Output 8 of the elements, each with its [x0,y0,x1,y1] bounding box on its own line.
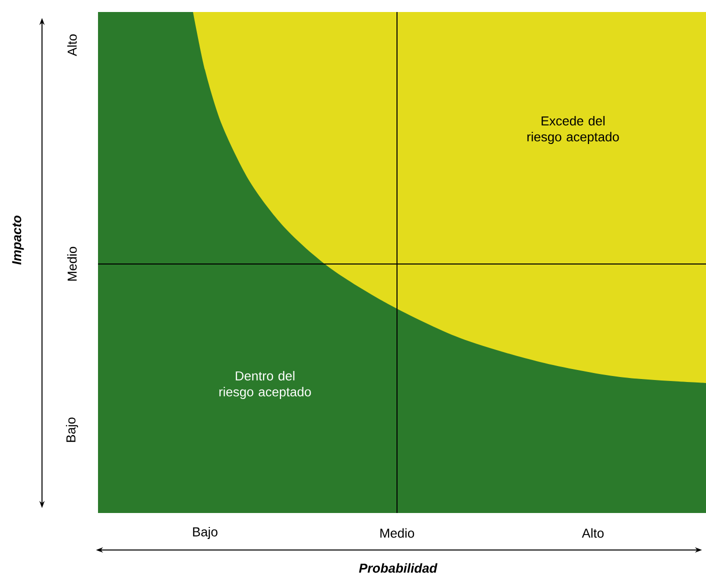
tick-label: Alto [582,528,604,538]
axis-title: Impacto [12,216,24,265]
tick-label: Alto [67,34,77,56]
tick-label: Medio [380,528,414,538]
axis-title: Probabilidad [359,563,438,573]
tick-label: Medio [67,246,77,281]
tick-label: Bajo [193,526,218,540]
tick-label: Bajo [66,418,78,442]
